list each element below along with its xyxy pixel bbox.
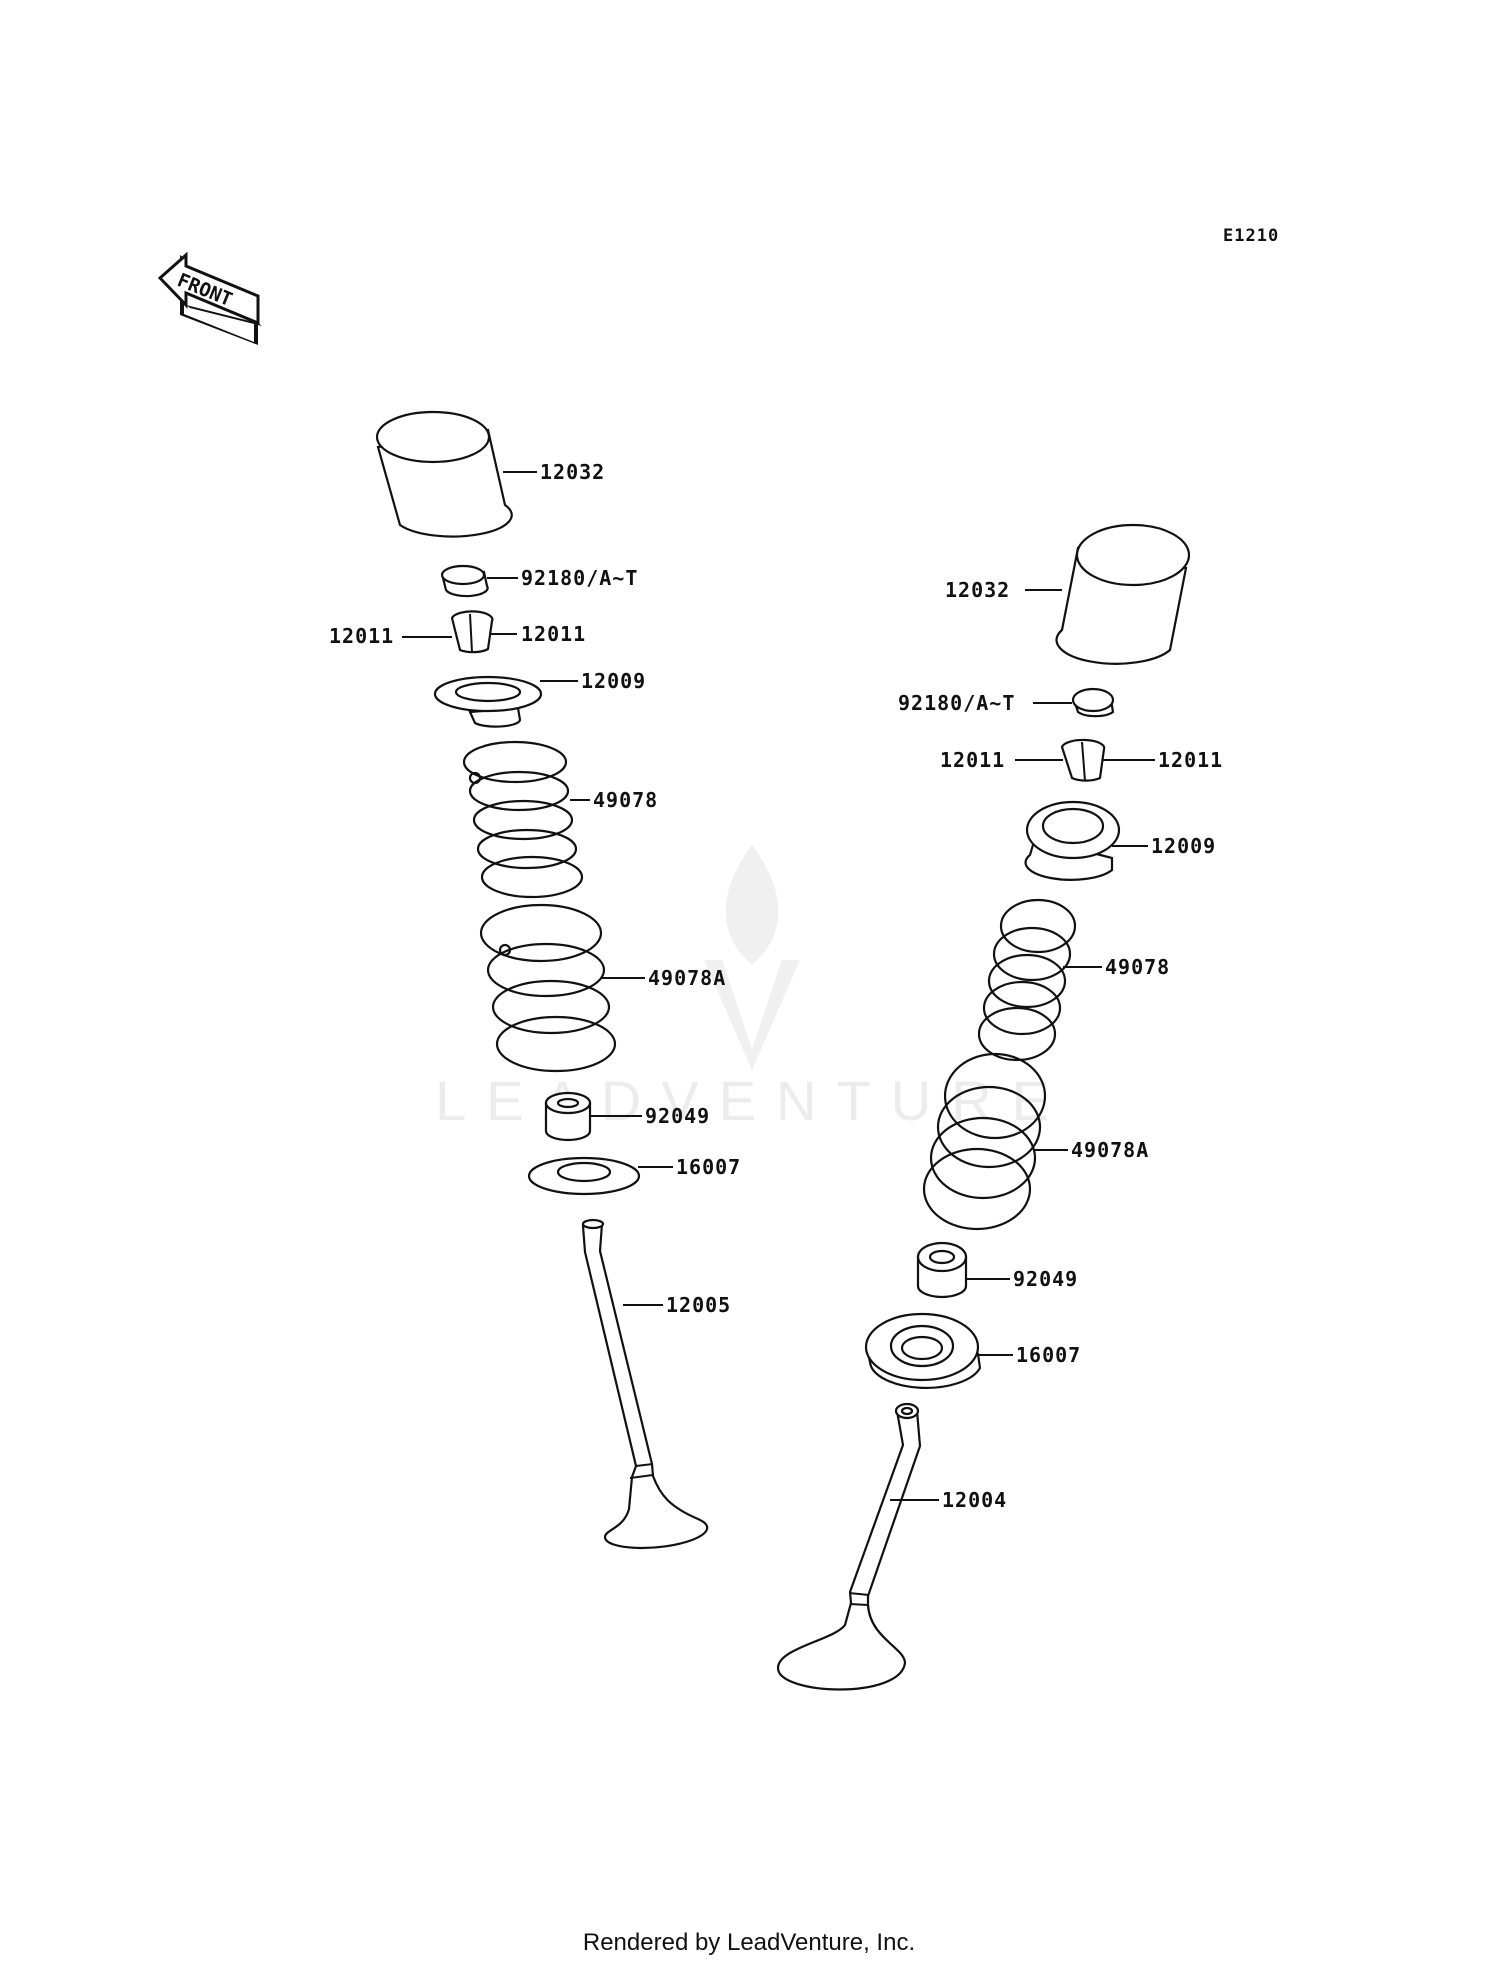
watermark-text: LEADVENTURE [435,1069,1069,1132]
right-cotter-label-right: 12011 [1158,748,1223,772]
right-valve-label: 12004 [942,1488,1007,1512]
diagram-code: E1210 [1223,226,1279,246]
right-spring-seat: 16007 [864,1312,1081,1390]
left-shim: 92180/A~T [440,564,638,598]
right-tappet: 12032 [945,523,1191,665]
left-retainer-label: 12009 [581,669,646,693]
left-seal-label: 92049 [645,1104,710,1128]
left-inner-spring-label: 49078 [593,788,658,812]
left-cotter-label-left: 12011 [329,624,394,648]
right-inner-spring: 49078 [977,898,1170,1062]
right-seal-label: 92049 [1013,1267,1078,1291]
left-seat-label: 16007 [676,1155,741,1179]
front-arrow-icon: FRONT [157,251,262,345]
left-valve-label: 12005 [666,1293,731,1317]
right-shim: 92180/A~T [898,687,1115,718]
left-valve: 12005 [581,1218,731,1550]
left-inner-spring: 49078 [462,740,658,899]
left-outer-spring: 49078A [479,903,726,1073]
right-retainer-label: 12009 [1151,834,1216,858]
right-outer-spring-label: 49078A [1071,1138,1149,1162]
left-outer-spring-label: 49078A [648,966,726,990]
right-inner-spring-label: 49078 [1105,955,1170,979]
left-valve-assembly: 12032 92180/A~T 12011 12011 12009 [329,410,741,1550]
footer-credit: Rendered by LeadVenture, Inc. [583,1929,915,1956]
right-valve-assembly: 12032 92180/A~T 12011 12011 12009 [776,523,1223,1691]
left-cotter: 12011 12011 [329,610,586,654]
left-valve-seal: 92049 [544,1091,710,1142]
left-retainer: 12009 [433,669,646,728]
left-shim-label: 92180/A~T [521,566,638,590]
left-cotter-label-right: 12011 [521,622,586,646]
right-outer-spring: 49078A [922,1052,1149,1231]
left-tappet: 12032 [375,410,605,538]
right-retainer: 12009 [1024,800,1216,881]
watermark: LEADVENTURE [435,845,1069,1132]
right-cotter: 12011 12011 [940,738,1223,782]
left-spring-seat: 16007 [527,1155,741,1196]
right-valve-seal: 92049 [916,1241,1078,1299]
right-seat-label: 16007 [1016,1343,1081,1367]
right-valve: 12004 [776,1402,1007,1691]
right-tappet-label: 12032 [945,578,1010,602]
right-shim-label: 92180/A~T [898,691,1015,715]
left-tappet-label: 12032 [540,460,605,484]
right-cotter-label-left: 12011 [940,748,1005,772]
